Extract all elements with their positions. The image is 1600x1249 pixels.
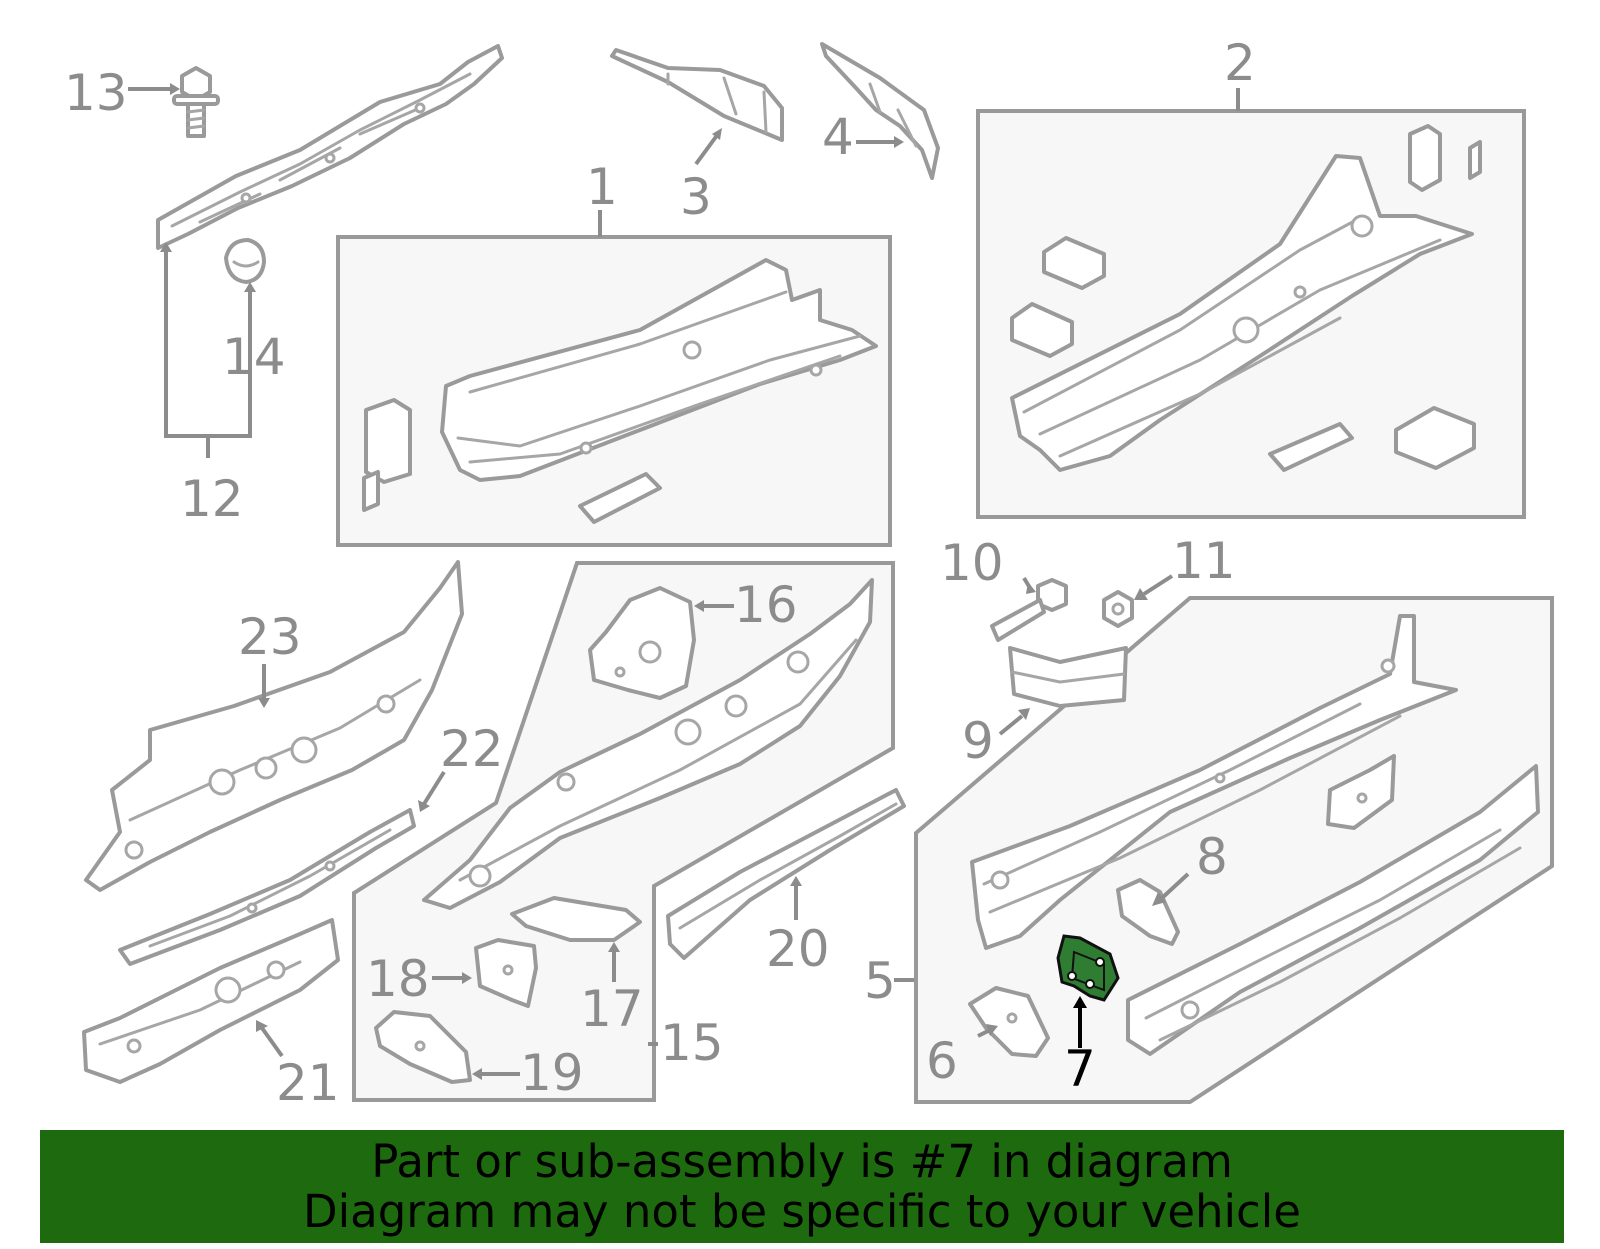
- callout-22: 22: [440, 720, 504, 778]
- part-12-reinforcement: [156, 44, 504, 250]
- part-18-bracket: [474, 938, 538, 1008]
- callout-3: 3: [680, 168, 712, 226]
- callout-18: 18: [366, 950, 430, 1008]
- callout-19: 19: [520, 1044, 584, 1102]
- banner-line-2: Diagram may not be specific to your vehi…: [303, 1184, 1301, 1238]
- callout-15: 15: [660, 1014, 724, 1072]
- callout-8: 8: [1196, 828, 1228, 886]
- banner-line-1: Part or sub-assembly is #7 in diagram: [371, 1134, 1233, 1188]
- part-2-cowl-assembly: [1010, 124, 1482, 472]
- part-21-panel: [82, 918, 340, 1084]
- part-19-plate: [374, 1010, 472, 1084]
- callout-9: 9: [962, 712, 994, 770]
- info-banner: Part or sub-assembly is #7 in diagram Di…: [40, 1130, 1564, 1243]
- callout-7[interactable]: 7: [1064, 1040, 1096, 1098]
- callout-14: 14: [222, 328, 286, 386]
- callout-1: 1: [586, 158, 618, 216]
- callout-11: 11: [1172, 532, 1236, 590]
- callout-16: 16: [734, 576, 798, 634]
- callout-10: 10: [940, 534, 1004, 592]
- callout-5: 5: [864, 952, 896, 1010]
- part-17-bracket: [510, 896, 642, 942]
- callout-4: 4: [822, 108, 854, 166]
- callout-12: 12: [180, 470, 244, 528]
- callout-labels: 13 14 12 3 4 1 2 10 11 9 8 5 6 7 23 22 2…: [64, 34, 1256, 1112]
- part-3-panel: [610, 48, 784, 142]
- callout-17: 17: [580, 980, 644, 1038]
- part-1-cowl-panel: [362, 258, 878, 524]
- part-7-highlighted[interactable]: [1056, 934, 1120, 1002]
- part-11-nut: [1102, 590, 1134, 628]
- leader-lines: [128, 83, 1240, 1080]
- callout-2: 2: [1224, 34, 1256, 92]
- part-14-plug: [224, 238, 266, 284]
- part-8-bracket: [1116, 878, 1180, 946]
- part-5-assembly: [970, 614, 1540, 1056]
- callout-23: 23: [238, 608, 302, 666]
- part-13-bolt: [172, 66, 220, 138]
- part-16-bracket: [588, 586, 696, 700]
- part-23-dash-panel: [84, 560, 464, 892]
- part-9-brace: [1008, 646, 1128, 708]
- part-4-bracket: [820, 42, 940, 180]
- callout-6: 6: [926, 1032, 958, 1090]
- part-15-panel: [422, 578, 874, 910]
- callout-13: 13: [64, 64, 128, 122]
- part-10-bolt: [990, 578, 1068, 642]
- callout-20: 20: [766, 920, 830, 978]
- part-20-bar: [666, 788, 906, 960]
- callout-21: 21: [276, 1054, 340, 1112]
- part-22-bar: [118, 808, 416, 966]
